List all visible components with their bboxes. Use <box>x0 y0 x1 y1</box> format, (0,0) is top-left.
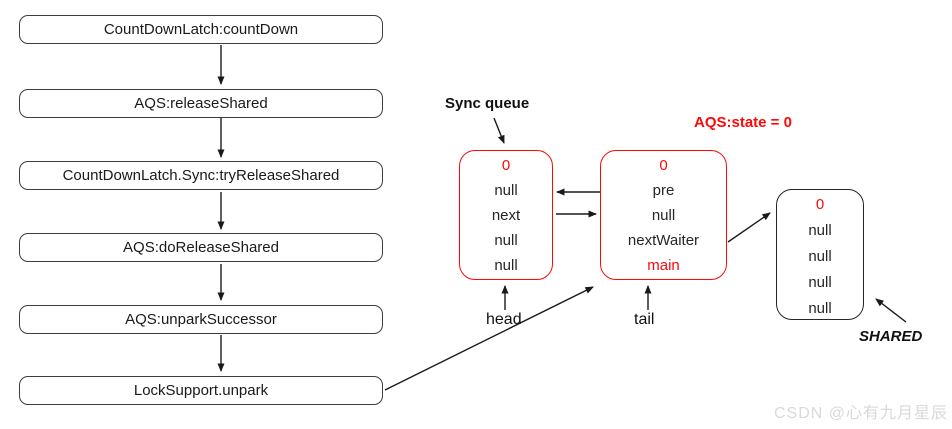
tail-node: 0 pre null nextWaiter main <box>600 150 727 280</box>
tail-node-field: null <box>651 207 676 224</box>
tail-node-thread: main <box>647 257 680 274</box>
step-sync-tryreleaseshared: CountDownLatch.Sync:tryReleaseShared <box>19 161 383 190</box>
step-countdownlatch-countdown: CountDownLatch:countDown <box>19 15 383 44</box>
sync-queue-label: Sync queue <box>445 95 530 112</box>
step-aqs-releaseshared: AQS:releaseShared <box>19 89 383 118</box>
head-node-field: null <box>494 232 518 249</box>
shared-node-field: null <box>808 300 832 317</box>
head-node-field: null <box>494 257 518 274</box>
shared-node-waitstatus: 0 <box>815 196 825 213</box>
shared-label: SHARED <box>859 328 923 345</box>
arrow-sharedlabel-to-shared-node <box>875 298 907 323</box>
step-locksupport-unpark: LockSupport.unpark <box>19 376 383 405</box>
shared-node: 0 null null null null <box>776 189 864 320</box>
shared-node-field: null <box>808 274 832 291</box>
head-node: 0 null next null null <box>459 150 553 280</box>
head-node-field: null <box>494 182 518 199</box>
shared-node-field: null <box>808 222 832 239</box>
arrow-tail-to-shared-node <box>727 212 771 243</box>
tail-node-field: nextWaiter <box>627 232 700 249</box>
shared-node-field: null <box>808 248 832 265</box>
head-node-field: next <box>491 207 521 224</box>
arrow-syncqueue-to-head-node <box>493 117 505 144</box>
head-pointer-label: head <box>486 311 522 328</box>
tail-node-field: pre <box>652 182 675 199</box>
arrow-unpark-to-tail-node <box>384 286 594 391</box>
aqs-state-label: AQS:state = 0 <box>694 114 792 131</box>
step-aqs-doreleaseshared: AQS:doReleaseShared <box>19 233 383 262</box>
tail-pointer-label: tail <box>634 311 655 328</box>
csdn-watermark: CSDN @心有九月星辰 <box>773 405 948 422</box>
step-aqs-unparksuccessor: AQS:unparkSuccessor <box>19 305 383 334</box>
tail-node-waitstatus: 0 <box>659 157 668 174</box>
head-node-waitstatus: 0 <box>501 157 511 174</box>
